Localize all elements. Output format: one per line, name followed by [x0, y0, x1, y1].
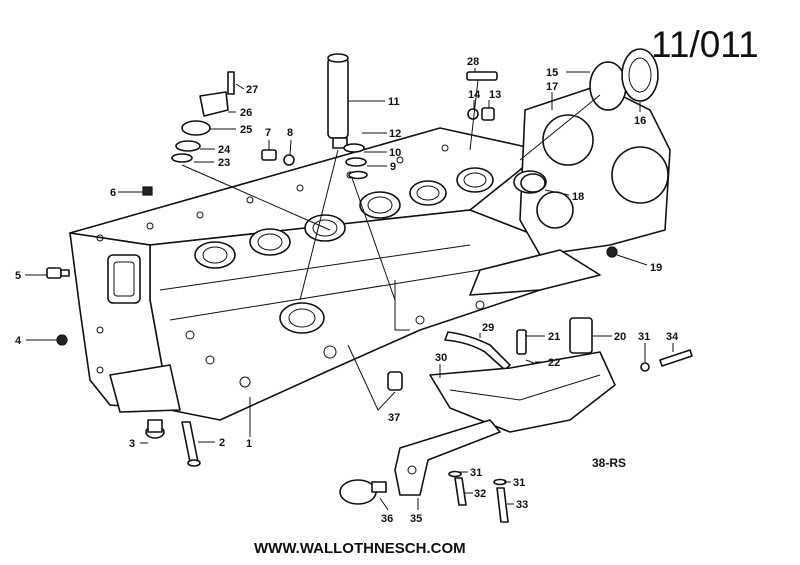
callout-14: 14: [468, 89, 481, 101]
callout-1: 1: [246, 438, 252, 450]
callout-19: 19: [650, 262, 662, 274]
sump-flange: [109, 364, 181, 413]
part-14-washer: [467, 108, 479, 120]
callout-6: 6: [110, 187, 116, 199]
leader-lines: [25, 68, 674, 511]
callout-36: 36: [381, 513, 393, 525]
part-31-washer: [640, 362, 650, 372]
callout-26: 26: [240, 107, 252, 119]
part-30-bracket: [429, 351, 616, 433]
part-19-nut: [606, 246, 618, 258]
callout-23: 23: [218, 157, 230, 169]
part-2-bolt: [181, 421, 201, 467]
part-13-plug: [481, 107, 495, 121]
front-opening-inner: [113, 261, 135, 297]
part-32-bolt: [454, 477, 467, 506]
part-29-hose: [444, 331, 511, 371]
part-33-bolt: [496, 487, 509, 523]
rear-plate-hole-2: [611, 146, 669, 204]
part-36-buffer: [339, 479, 387, 505]
callout-10: 10: [389, 147, 401, 159]
part-5-sensor: [46, 267, 70, 279]
rear-plate-hole-3: [536, 191, 574, 229]
callout-31a: 31: [638, 331, 650, 343]
part-9-ring: [348, 170, 368, 180]
callout-16: 16: [634, 115, 646, 127]
footer-url: WWW.WALLOTHNESCH.COM: [254, 540, 466, 557]
part-10-ring: [345, 157, 367, 167]
callout-21: 21: [548, 331, 560, 343]
part-20-mount: [569, 317, 593, 354]
callout-27: 27: [246, 84, 258, 96]
diagram-title: 11/011: [651, 24, 759, 65]
callout-30: 30: [435, 352, 447, 364]
callout-5: 5: [15, 270, 21, 282]
part-6-plug: [142, 186, 153, 196]
callout-37: 37: [388, 412, 400, 424]
callout-3: 3: [129, 438, 135, 450]
callout-24: 24: [218, 144, 231, 156]
part-23-ring: [171, 153, 193, 163]
callout-22: 22: [548, 357, 560, 369]
part-34-bolt: [659, 349, 693, 367]
part-16-cover: [621, 48, 659, 102]
callout-13: 13: [489, 89, 501, 101]
part-28-bolt: [466, 71, 498, 81]
callout-4: 4: [15, 335, 22, 347]
callout-34: 34: [666, 331, 679, 343]
callout-9: 9: [390, 161, 396, 173]
callout-12: 12: [389, 128, 401, 140]
part-4-nut: [56, 334, 68, 346]
front-opening: [107, 254, 141, 304]
callout-25: 25: [240, 124, 252, 136]
callout-35: 35: [410, 513, 422, 525]
part-35-lever: [394, 419, 501, 496]
callout-17: 17: [546, 81, 558, 93]
diagram-code: 38-RS: [592, 456, 626, 470]
part-11-sleeve: [327, 53, 349, 149]
engine-block: [69, 84, 671, 421]
callout-33: 33: [516, 499, 528, 511]
block-side-details: [96, 244, 485, 388]
callout-31b: 31: [470, 467, 482, 479]
part-18-plug: [520, 173, 546, 193]
part-15-gasket: [589, 61, 627, 111]
part-3-switch: [145, 419, 165, 439]
part-31b-washer: [448, 470, 462, 478]
callout-20: 20: [614, 331, 626, 343]
part-12-ring: [343, 143, 365, 153]
callout-32: 32: [474, 488, 486, 500]
part-24-seal: [175, 140, 201, 152]
part-26-bracket: [199, 91, 229, 117]
side-bracket: [469, 249, 601, 296]
callout-18: 18: [572, 191, 584, 203]
callout-labels: 1 2 3 4 5 6 7 8 9 10 11 12 13 14 15 16 1…: [15, 56, 679, 525]
part-37-dowel: [387, 371, 403, 391]
callout-2: 2: [219, 437, 225, 449]
part-21-pin: [516, 329, 527, 355]
callout-7: 7: [265, 127, 271, 139]
callout-31c: 31: [513, 477, 525, 489]
parts-23-27-assembly: [171, 71, 235, 163]
callout-28: 28: [467, 56, 479, 68]
callout-15: 15: [546, 67, 558, 79]
callout-8: 8: [287, 127, 293, 139]
rear-plate-hole-1: [542, 114, 594, 166]
part-7-plug: [261, 149, 277, 161]
part-8-washer: [283, 154, 295, 166]
part-27-bolt: [227, 71, 235, 95]
callout-29: 29: [482, 322, 494, 334]
part-25-housing: [181, 120, 211, 136]
callout-11: 11: [388, 96, 400, 108]
